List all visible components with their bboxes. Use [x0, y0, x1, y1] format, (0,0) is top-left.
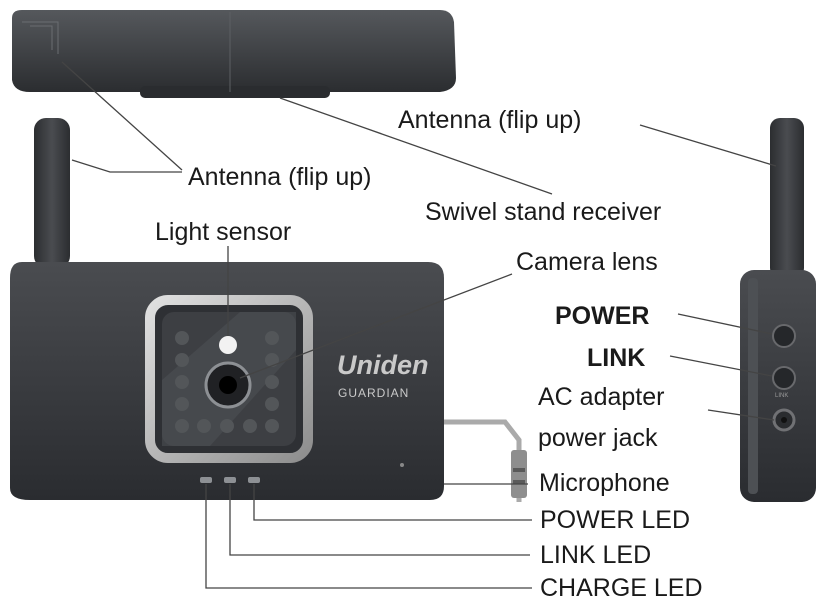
leader-antenna-receiver [61, 61, 183, 171]
swivel-stand-receiver [12, 10, 456, 98]
leader-swivel [279, 97, 553, 195]
label-antenna-left: Antenna (flip up) [188, 163, 372, 191]
label-ac-adapter-line2: power jack [538, 424, 658, 452]
leader-power [677, 313, 773, 335]
camera-side-view [740, 118, 816, 502]
label-antenna-right: Antenna (flip up) [398, 106, 582, 134]
leader-link-led [229, 484, 530, 556]
ac-adapter-plug [444, 419, 527, 502]
light-sensor [219, 336, 237, 354]
label-link: LINK [587, 344, 646, 372]
leader-camera-lens [239, 273, 513, 379]
leader-power-led [253, 484, 532, 521]
label-microphone: Microphone [539, 469, 670, 497]
label-power: POWER [555, 302, 650, 330]
label-light-sensor: Light sensor [155, 218, 292, 246]
label-ac-adapter-line1: AC adapter [538, 383, 665, 411]
leader-charge-led [205, 484, 532, 589]
label-swivel-stand: Swivel stand receiver [425, 198, 662, 226]
ir-led-array [175, 331, 279, 433]
brand-logo: Uniden [337, 350, 429, 380]
camera-lens [204, 361, 252, 409]
leader-antenna-right [639, 124, 777, 167]
label-power-led: POWER LED [540, 506, 691, 534]
label-charge-led: CHARGE LED [540, 574, 703, 602]
label-link-led: LINK LED [540, 541, 652, 569]
leader-lines [61, 61, 777, 589]
front-led-row [200, 477, 260, 483]
label-camera-lens: Camera lens [516, 248, 658, 276]
camera-antenna [34, 118, 70, 268]
leader-link [669, 355, 773, 377]
leader-ac-jack [707, 409, 775, 421]
model-name: GUARDIAN [338, 386, 410, 400]
side-link-text: LINK [775, 393, 789, 399]
microphone-hole [400, 463, 404, 467]
leader-antenna-left [71, 159, 182, 173]
